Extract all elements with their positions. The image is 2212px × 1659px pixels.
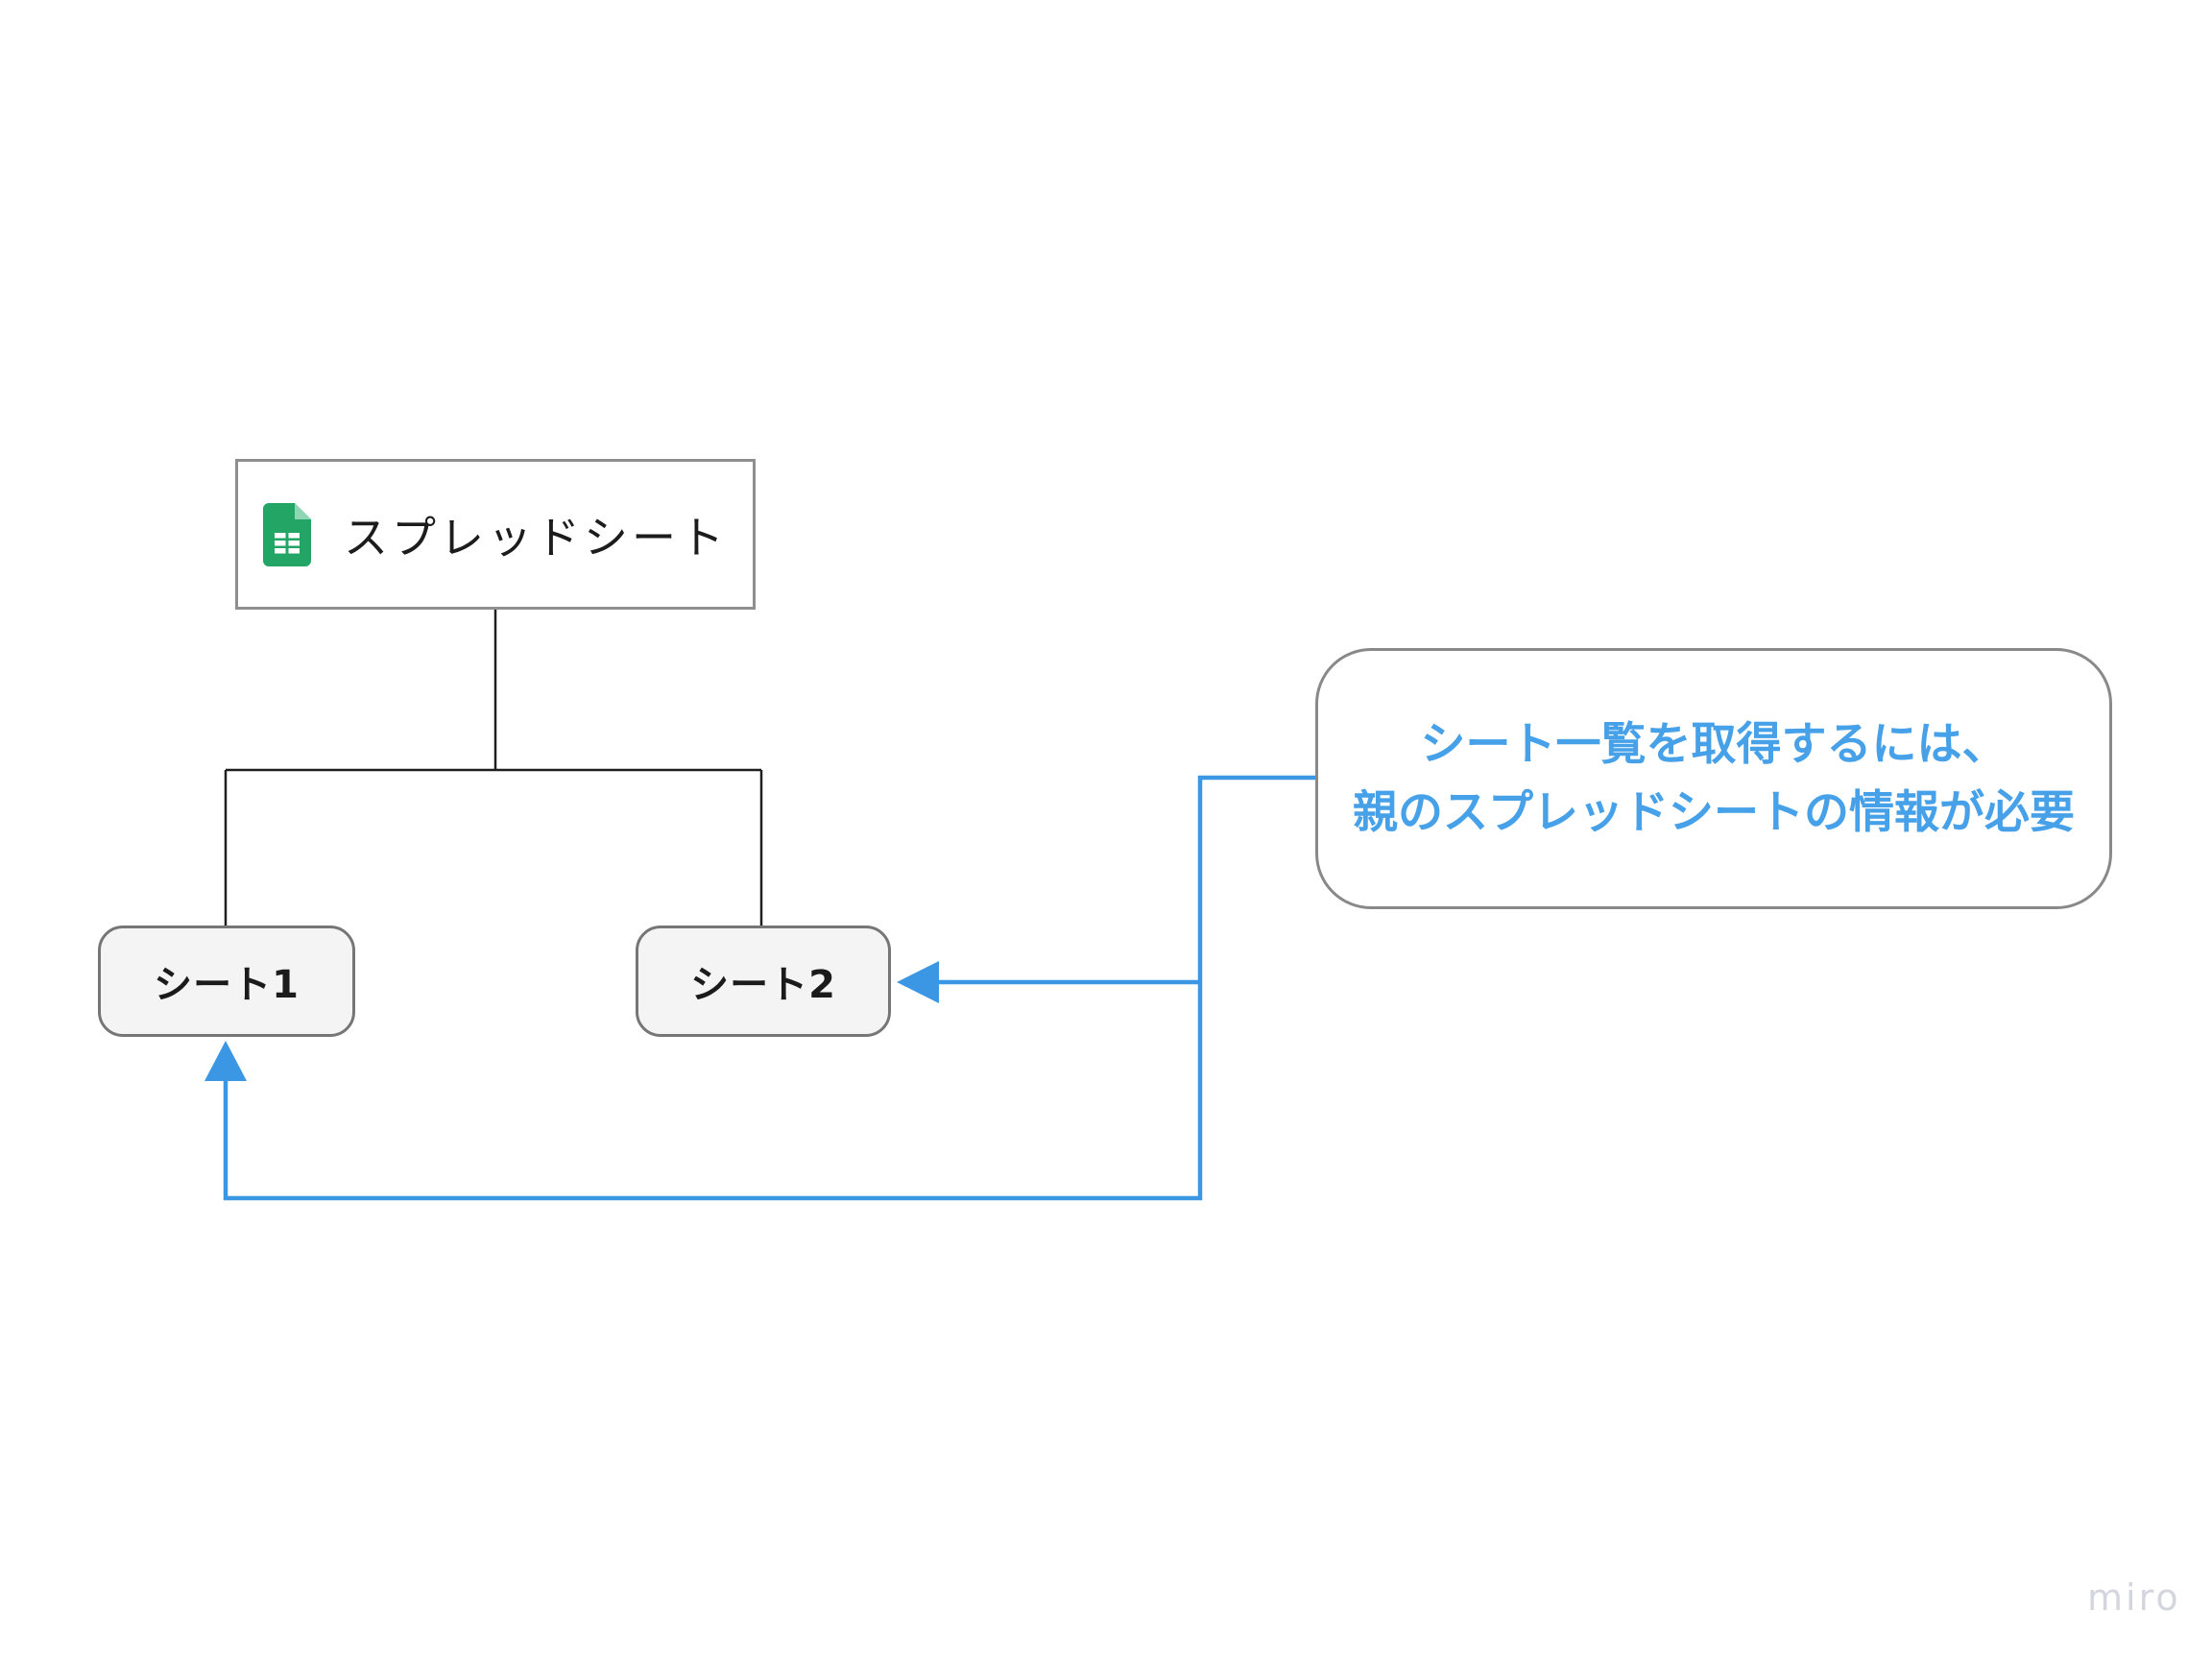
- node-sheet2-label: シート2: [690, 963, 836, 1007]
- node-sheet1[interactable]: シート1: [98, 926, 355, 1037]
- callout-line2: 親のスプレッドシートの情報が必要: [1353, 786, 2075, 839]
- callout-line1: シート一覧を取得するには、: [1420, 717, 2008, 771]
- node-sheet1-label: シート1: [154, 963, 300, 1007]
- callout-note[interactable]: シート一覧を取得するには、 親のスプレッドシートの情報が必要: [1315, 648, 2112, 909]
- miro-logo: miro: [2087, 1576, 2181, 1619]
- node-spreadsheet-label: スプレッドシート: [344, 511, 728, 564]
- node-sheet2[interactable]: シート2: [636, 926, 891, 1037]
- arrowhead-sheet2: [897, 961, 939, 1003]
- arrowhead-sheet1: [204, 1041, 247, 1081]
- node-spreadsheet[interactable]: スプレッドシート: [235, 459, 756, 610]
- tree-connector[interactable]: [224, 610, 763, 926]
- google-sheets-icon: [263, 502, 311, 566]
